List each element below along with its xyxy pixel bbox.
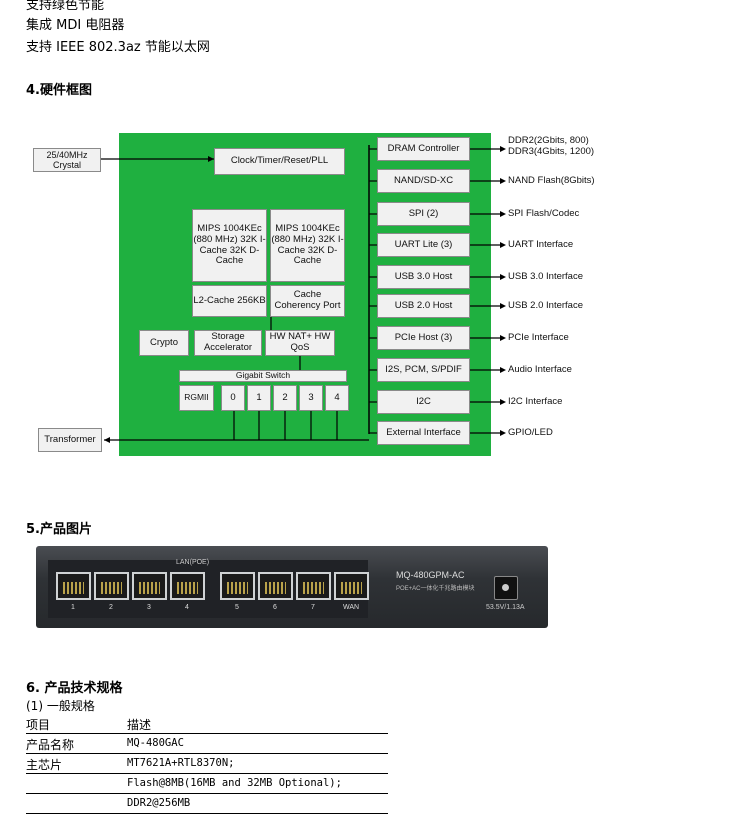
lan-poe-label: LAN(POE): [176, 559, 210, 566]
spec-key: 项目: [26, 718, 51, 732]
port-number-label: 3: [147, 604, 151, 611]
interface-block: I2S, PCM, S/PDIF: [377, 358, 470, 382]
clock-block: Clock/Timer/Reset/PLL: [214, 148, 345, 175]
ethernet-port: [170, 572, 205, 600]
interface-arrowhead: [500, 274, 506, 280]
interface-label: UART Interface: [508, 239, 574, 250]
switch-port-2: 2: [273, 385, 297, 411]
switch-port-4: 4: [325, 385, 349, 411]
interface-arrowhead: [500, 211, 506, 217]
gigabit-switch-block: Gigabit Switch: [179, 370, 347, 382]
interface-block: USB 2.0 Host: [377, 294, 470, 318]
ethernet-port: [258, 572, 293, 600]
ethernet-port: [334, 572, 369, 600]
section-4-title: 4.硬件框图: [26, 83, 92, 98]
interface-block: DRAM Controller: [377, 137, 470, 161]
interface-label: SPI Flash/Codec: [508, 208, 580, 219]
intro-line-3: 支持 IEEE 802.3az 节能以太网: [26, 40, 210, 55]
spec-key: 主芯片: [26, 758, 63, 772]
switch-port-3: 3: [299, 385, 323, 411]
port-number-label: 7: [311, 604, 315, 611]
interface-label: NAND Flash(8Gbits): [508, 175, 595, 186]
interface-arrowhead: [500, 242, 506, 248]
ethernet-port: [56, 572, 91, 600]
port-number-label: 4: [185, 604, 189, 611]
rgmii-block: RGMII: [179, 385, 214, 411]
ethernet-port: [220, 572, 255, 600]
interface-label: I2C Interface: [508, 396, 563, 407]
transformer-block: Transformer: [38, 428, 102, 452]
storage-accelerator-block: Storage Accelerator: [194, 330, 262, 356]
interface-arrowhead: [500, 178, 506, 184]
power-rating-label: 53.5V/1.13A: [486, 604, 525, 611]
product-photo: LAN(POE) 1 2 3 4 5 6 7 WAN MQ-480GPM-AC POE+AC一…: [36, 546, 548, 628]
spec-value: MT7621A+RTL8370N;: [127, 757, 235, 769]
spec-value: Flash@8MB(16MB and 32MB Optional);: [127, 777, 342, 789]
interface-arrowhead: [500, 335, 506, 341]
interface-label: USB 3.0 Interface: [508, 271, 583, 282]
cpu-core-2: MIPS 1004KEc (880 MHz) 32K I-Cache 32K D…: [270, 209, 345, 282]
spec-key: 产品名称: [26, 738, 75, 752]
interface-label: USB 2.0 Interface: [508, 300, 583, 311]
intro-line-2: 集成 MDI 电阻器: [26, 18, 125, 33]
spec-row: 主芯片 MT7621A+RTL8370N;: [26, 754, 388, 774]
crypto-block: Crypto: [139, 330, 189, 356]
spec-row: DDR2@256MB: [26, 794, 388, 814]
port-number-label: 5: [235, 604, 239, 611]
interface-label: DDR2(2Gbits, 800) DDR3(4Gbits, 1200): [508, 135, 595, 157]
interface-arrowhead: [500, 146, 506, 152]
ethernet-port: [132, 572, 167, 600]
section-6-title: 6. 产品技术规格: [26, 681, 123, 696]
interface-label: Audio Interface: [508, 364, 572, 375]
switch-port-0: 0: [221, 385, 245, 411]
l2-cache-block: L2-Cache 256KB: [192, 285, 267, 317]
cpu-core-1: MIPS 1004KEc (880 MHz) 32K I-Cache 32K D…: [192, 209, 267, 282]
interface-arrowhead: [500, 367, 506, 373]
interface-arrowhead: [500, 303, 506, 309]
spec-table: 项目 描述产品名称 MQ-480GAC 主芯片 MT7621A+RTL8370N; Fla…: [26, 714, 388, 814]
port-number-label: WAN: [343, 604, 360, 611]
interface-label: GPIO/LED: [508, 427, 553, 438]
port-number-label: 1: [71, 604, 75, 611]
section-5-title: 5.产品图片: [26, 522, 92, 537]
ethernet-port: [94, 572, 129, 600]
spec-value: 描述: [127, 718, 152, 732]
hardware-block-diagram: 25/40MHz Crystal Clock/Timer/Reset/PLL M…: [24, 122, 614, 467]
port-number-label: 2: [109, 604, 113, 611]
model-label: MQ-480GPM-AC: [396, 570, 465, 580]
intro-line-1: 支持绿色节能: [26, 0, 105, 13]
spec-row: 产品名称 MQ-480GAC: [26, 734, 388, 754]
spec-row: 项目 描述: [26, 714, 388, 734]
interface-block: UART Lite (3): [377, 233, 470, 257]
interface-arrowhead: [500, 430, 506, 436]
spec-value: DDR2@256MB: [127, 797, 191, 809]
switch-port-1: 1: [247, 385, 271, 411]
ethernet-port: [296, 572, 331, 600]
crystal-block: 25/40MHz Crystal: [33, 148, 101, 172]
interface-block: SPI (2): [377, 202, 470, 226]
interface-block: USB 3.0 Host: [377, 265, 470, 289]
hw-nat-block: HW NAT+ HW QoS: [265, 330, 335, 356]
interface-block: I2C: [377, 390, 470, 414]
power-jack: [494, 576, 518, 600]
port-number-label: 6: [273, 604, 277, 611]
spec-value: MQ-480GAC: [127, 737, 184, 749]
interface-label: PCIe Interface: [508, 332, 569, 343]
subsection-title: (1) 一般规格: [26, 699, 95, 713]
spec-row: Flash@8MB(16MB and 32MB Optional);: [26, 774, 388, 794]
cache-coherency-block: Cache Coherency Port: [270, 285, 345, 317]
interface-arrowhead: [500, 399, 506, 405]
model-subtitle: POE+AC一体化千兆路由模块: [396, 586, 475, 592]
interface-block: PCIe Host (3): [377, 326, 470, 350]
interface-block: External Interface: [377, 421, 470, 445]
interface-block: NAND/SD-XC: [377, 169, 470, 193]
